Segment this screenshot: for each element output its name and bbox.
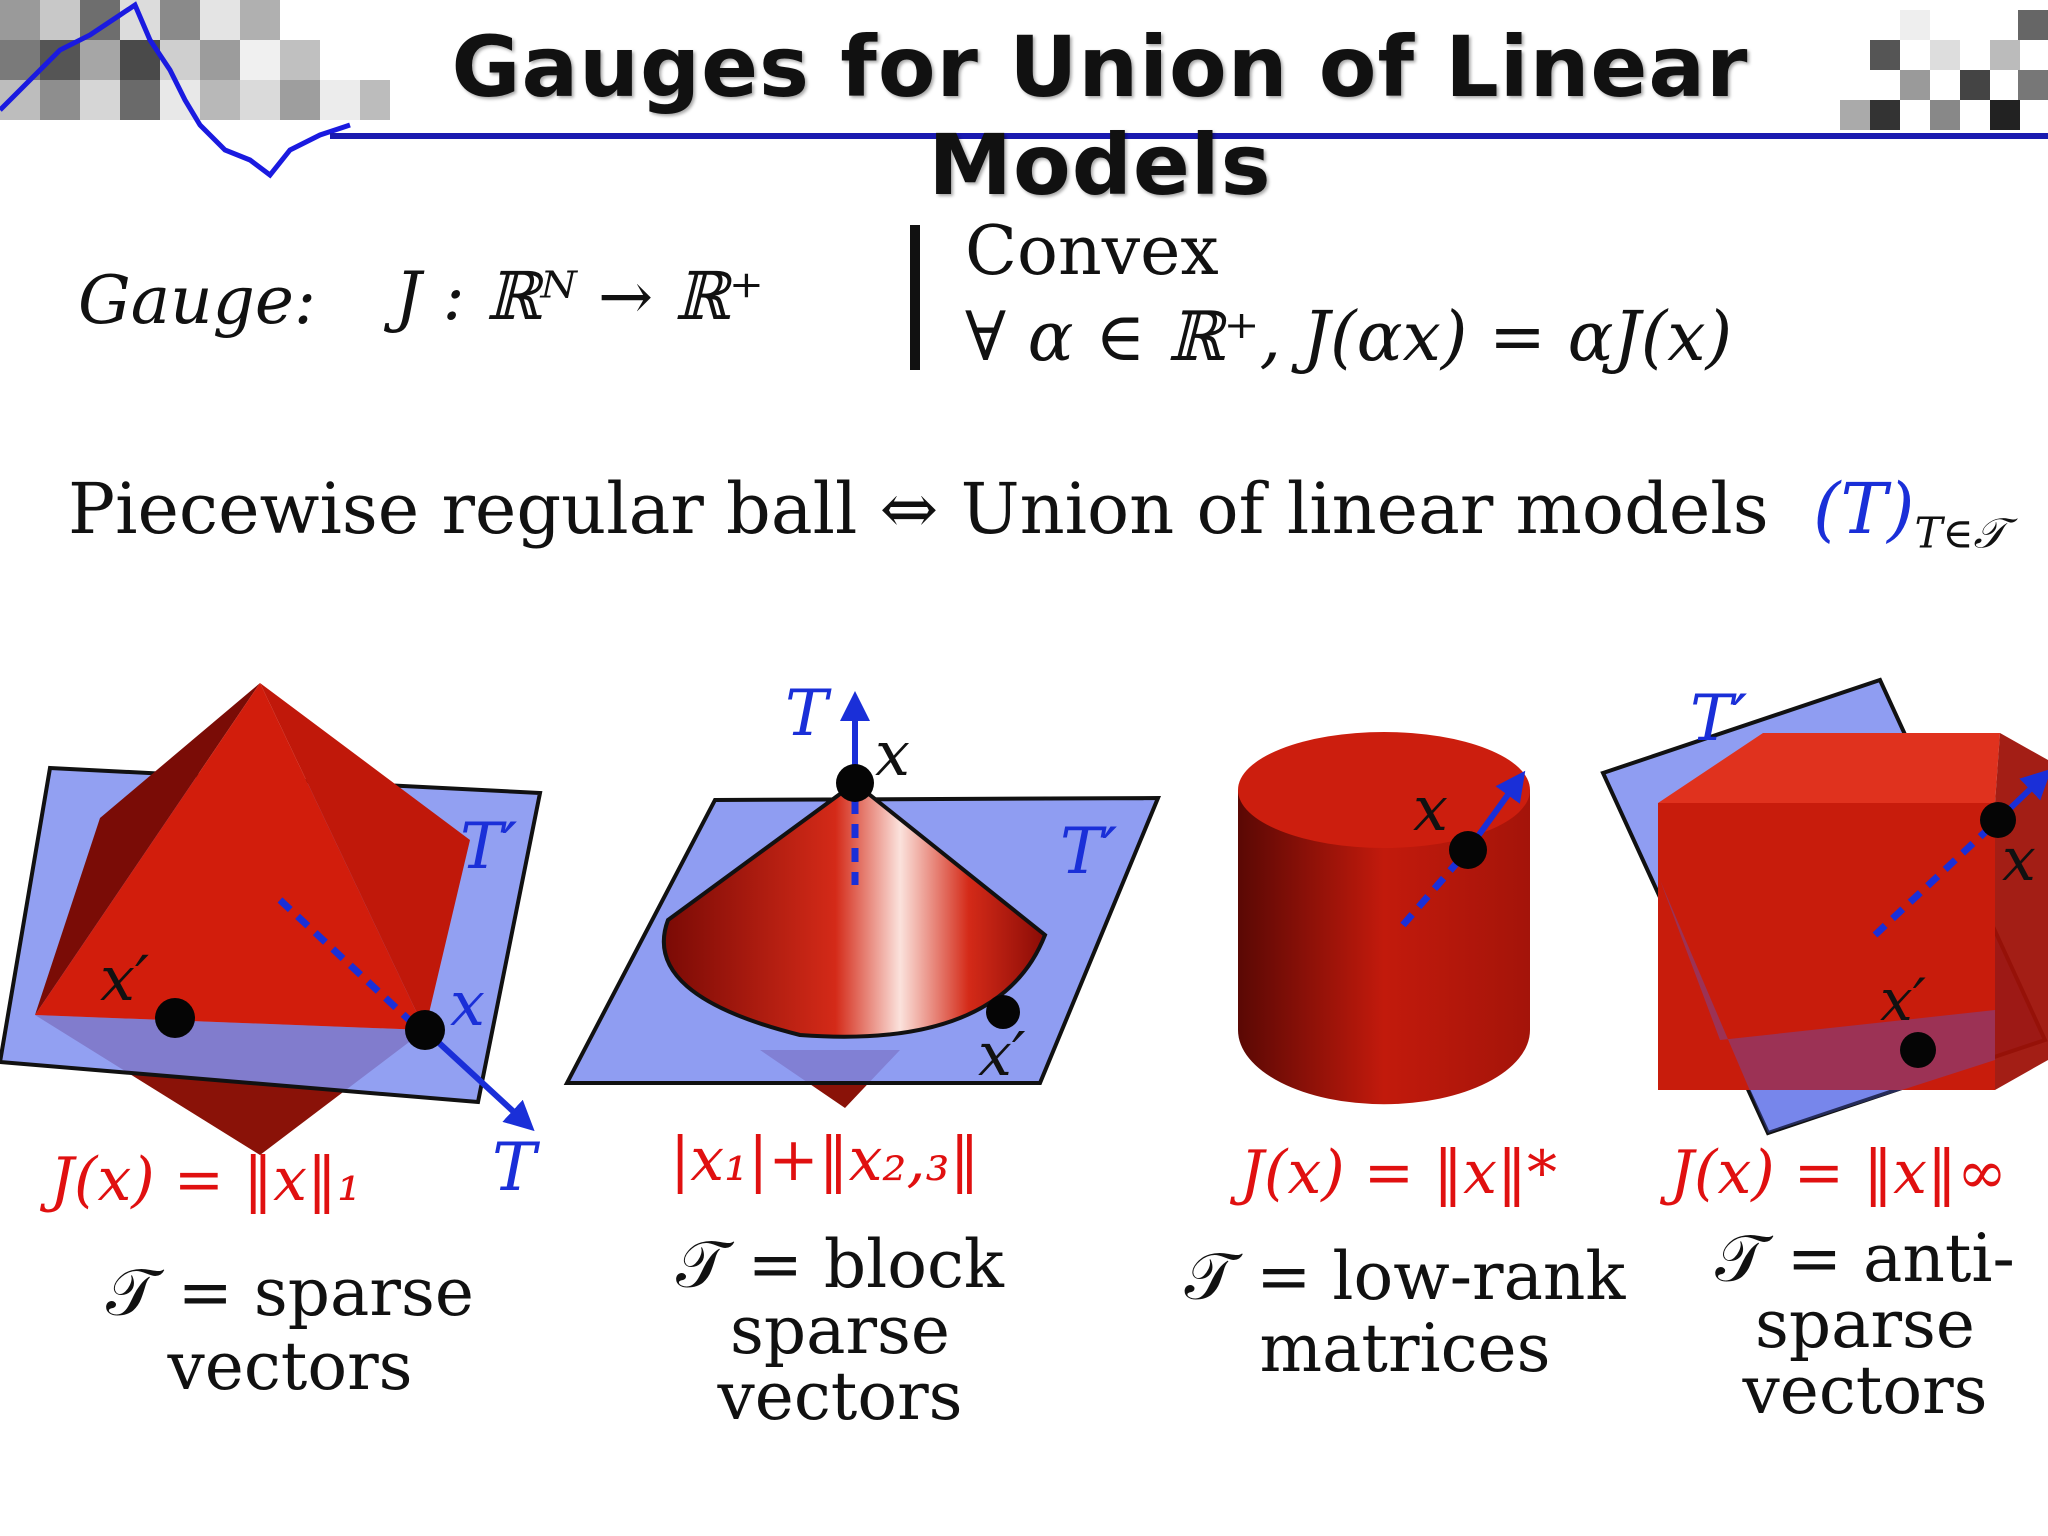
label-x-1: x [450, 967, 485, 1040]
panel-block-figure [563, 691, 1161, 1108]
slide-title: Gauges for Union of Linear Models [451, 18, 1749, 214]
panel-nuclear-figure [1238, 732, 1530, 1105]
cylinder-body [1238, 790, 1530, 1105]
point-x-prime [1900, 1032, 1936, 1068]
cube-top-face [1658, 733, 2000, 803]
label-x-prime-2: x′ [978, 1020, 1026, 1090]
cube-front-face [1658, 803, 1995, 1090]
label-x-3: x [1413, 772, 1448, 845]
header-rule [330, 133, 2048, 139]
caption-nuclear-line2: matrices [1259, 1310, 1551, 1387]
label-T-prime-2: T′ [1060, 815, 1118, 889]
signal-line [0, 1, 351, 179]
definition-homogeneity: ∀ α ∈ ℝ⁺, J(αx) = αJ(x) [965, 298, 1733, 377]
caption-linf-line1: 𝒯 = anti- [1715, 1220, 2015, 1297]
caption-nuclear-line1: 𝒯 = low-rank [1184, 1238, 1626, 1315]
caption-linf-line3: vectors [1742, 1352, 1988, 1429]
model-family-subscript: T∈𝒯 [1914, 508, 2006, 558]
pixel-mosaic-left [0, 0, 390, 120]
caption-nuclear: 𝒯 = low-rank matrices [1175, 1244, 1635, 1382]
octahedron-right-face [260, 683, 470, 1030]
pixel-mosaic-right [1840, 10, 2048, 130]
panel-linf-figure [1600, 677, 2048, 1136]
point-x [1449, 831, 1487, 869]
label-x-prime-1: x′ [100, 942, 149, 1015]
definition-convex: Convex [965, 212, 1219, 291]
gauge-map-formula: J : ℝᴺ → ℝ⁺ [395, 258, 764, 335]
equivalence-arrow: ⇔ [879, 468, 939, 550]
caption-linf: 𝒯 = anti- sparse vectors [1695, 1226, 2035, 1424]
model-family: (T) [1813, 468, 1915, 550]
caption-l1-line1: 𝒯 = sparse [106, 1254, 474, 1331]
gauge-ball-figures: T′ x′ x T T x T′ x′ x T′ x x′ [0, 677, 2048, 1200]
cube-side-face [1995, 733, 2048, 1090]
caption-l1: 𝒯 = sparse vectors [90, 1260, 490, 1400]
gauge-label: Gauge: [78, 262, 317, 339]
octahedron-front-face [35, 683, 425, 1030]
cone-body [661, 780, 1048, 1039]
caption-linf-line2: sparse [1755, 1286, 1975, 1363]
label-x-2: x [875, 717, 910, 790]
label-T-prime-4: T′ [1690, 682, 1748, 756]
formula-linf: J(x) = ‖x‖∞ [1670, 1138, 2007, 1208]
cylinder-top [1238, 732, 1530, 848]
label-T-1: T [492, 1129, 541, 1200]
header-decoration [0, 0, 2048, 179]
caption-block-line1: 𝒯 = block [676, 1226, 1004, 1303]
label-x-prime-4: x′ [1880, 966, 1926, 1034]
point-x-prime [155, 998, 195, 1038]
definition-bar [910, 225, 920, 370]
ball-equivalence-line: Piecewise regular ball ⇔ Union of linear… [68, 468, 2006, 559]
ball-left-text: Piecewise regular ball [68, 468, 858, 550]
caption-block-line2: sparse [730, 1292, 950, 1369]
plane-overlay [1660, 880, 1995, 1133]
label-x-4: x [2002, 825, 2036, 895]
label-T-2: T [785, 677, 832, 751]
caption-block: 𝒯 = block sparse vectors [640, 1232, 1040, 1430]
point-x-prime [986, 995, 1020, 1029]
point-x [1980, 802, 2016, 838]
formula-block: |x₁|+‖x₂,₃‖ [670, 1125, 980, 1195]
formula-nuclear: J(x) = ‖x‖* [1240, 1138, 1557, 1208]
label-T-prime-1: T′ [460, 810, 518, 884]
point-x [405, 1010, 445, 1050]
formula-l1: J(x) = ‖x‖₁ [50, 1145, 362, 1215]
panel-l1-figure [0, 683, 543, 1155]
point-x [836, 764, 874, 802]
caption-block-line3: vectors [717, 1358, 963, 1435]
caption-l1-line2: vectors [167, 1328, 413, 1405]
ball-right-text: Union of linear models [960, 468, 1769, 550]
